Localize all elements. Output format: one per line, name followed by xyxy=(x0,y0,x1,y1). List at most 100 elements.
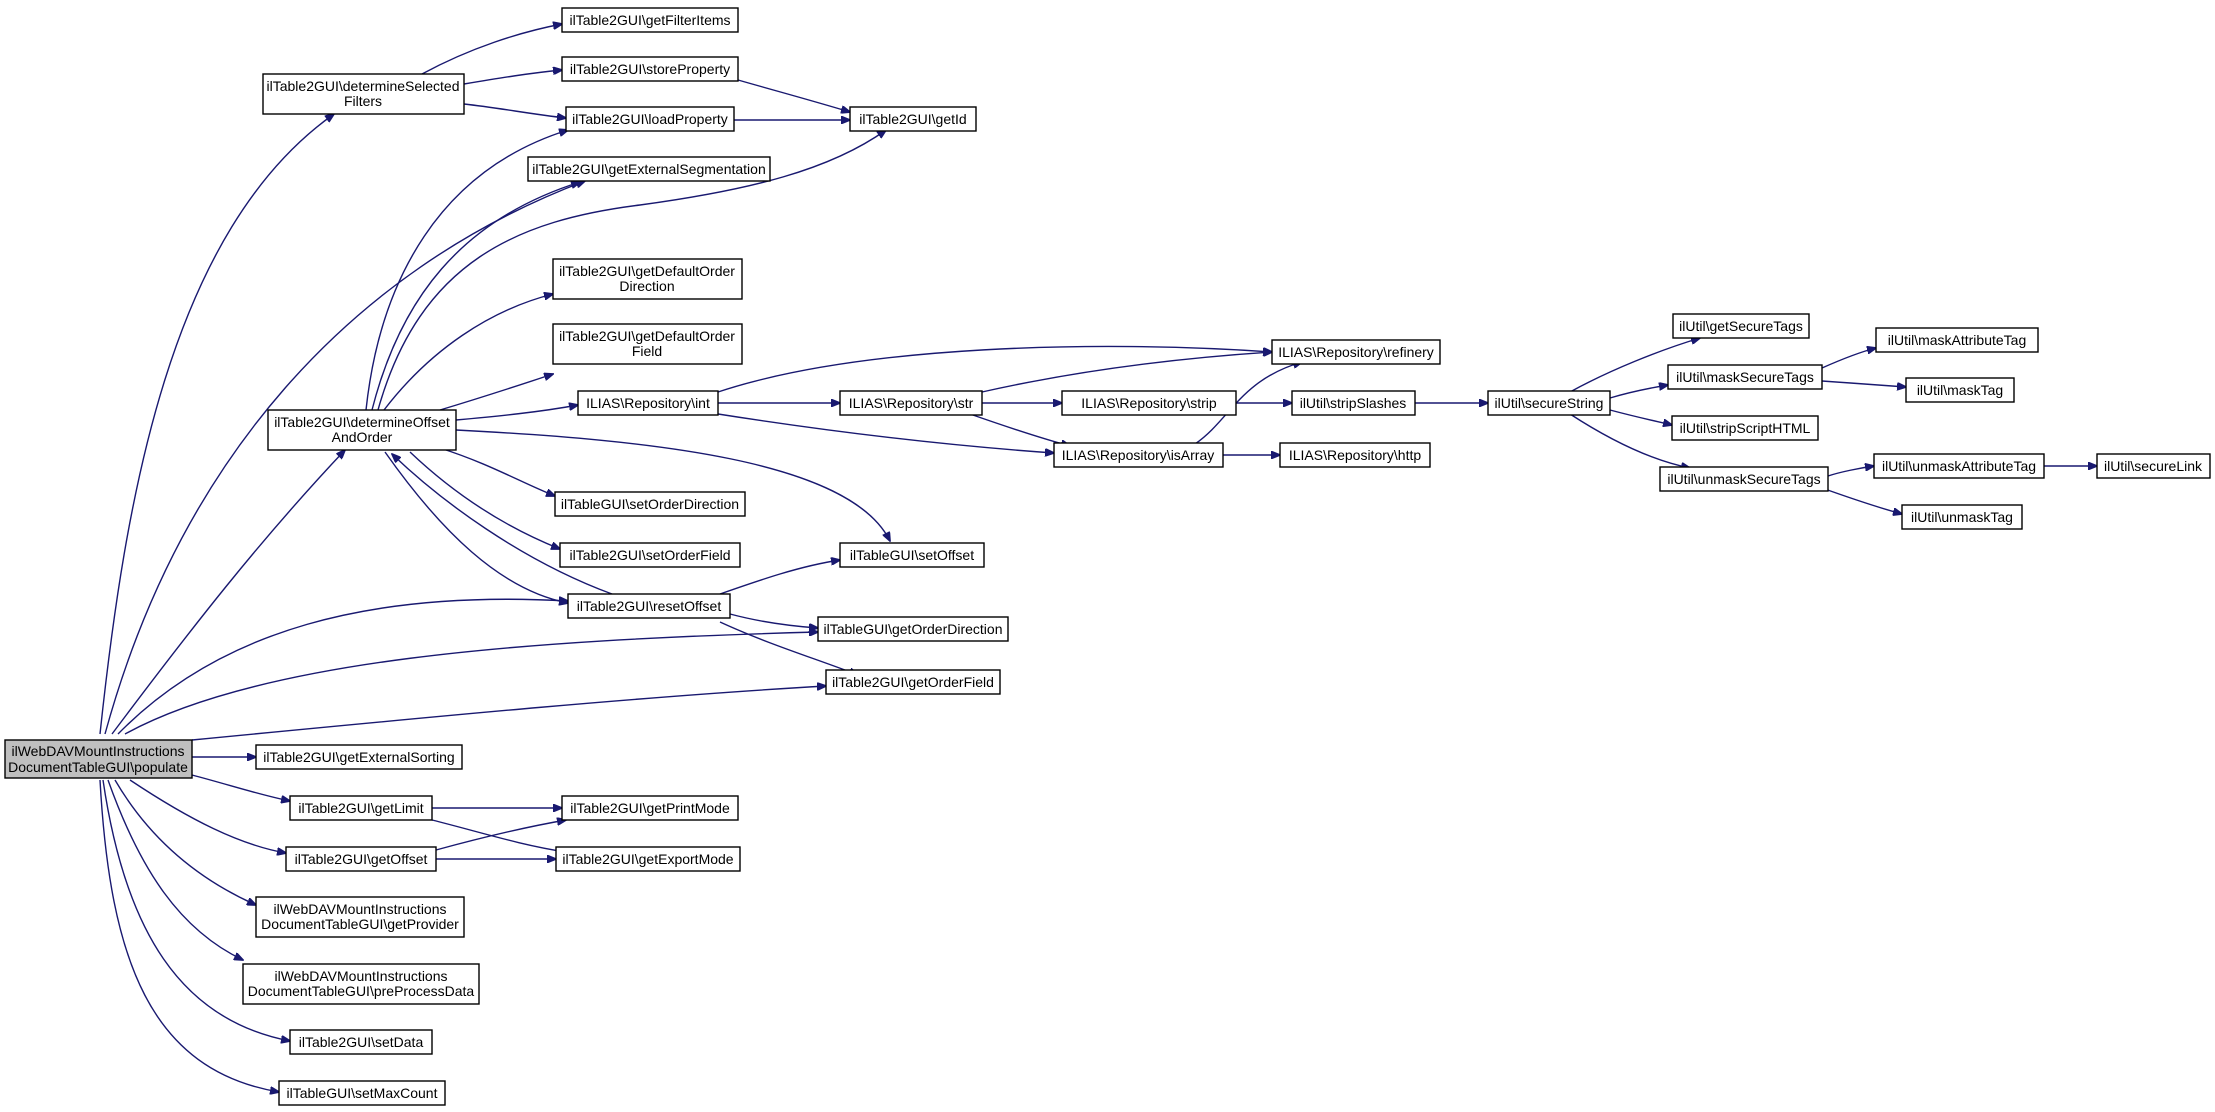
edge-getLimit-getExportMode xyxy=(431,819,566,852)
node-pre-process-data[interactable]: ilWebDAVMountInstructions DocumentTableG… xyxy=(242,963,480,1005)
node-get-default-order-field-line-2: Field xyxy=(632,343,662,359)
node-get-limit[interactable]: ilTable2GUI\getLimit xyxy=(289,795,433,821)
edge-detOffsetOrder-loadProperty xyxy=(365,130,568,411)
node-mask-attribute-tag[interactable]: ilUtil\maskAttributeTag xyxy=(1875,327,2039,353)
edge-populate-resetOffset xyxy=(117,599,568,735)
node-repository-refinery[interactable]: ILIAS\Repository\refinery xyxy=(1271,339,1441,365)
edge-populate-setMaxCount xyxy=(99,779,279,1092)
node-determine-offset-and-order-line-1: ilTable2GUI\determineOffset xyxy=(274,414,450,430)
node-secure-link-label: ilUtil\secureLink xyxy=(2104,458,2203,474)
node-secure-link[interactable]: ilUtil\secureLink xyxy=(2096,453,2211,479)
edge-populate-detOffsetOrder xyxy=(111,450,345,735)
node-get-limit-label: ilTable2GUI\getLimit xyxy=(298,800,423,816)
node-set-offset[interactable]: ilTableGUI\setOffset xyxy=(839,542,985,568)
edge-populate-getLimit xyxy=(191,774,290,801)
edge-maskSecureTags-maskAttributeTag xyxy=(1821,348,1876,369)
edge-populate-getOrderField xyxy=(191,686,826,741)
edge-detOffsetOrder-repoInt xyxy=(455,405,578,421)
node-repository-is-array-label: ILIAS\Repository\isArray xyxy=(1062,447,1215,463)
node-reset-offset-label: ilTable2GUI\resetOffset xyxy=(577,598,722,614)
edge-maskSecureTags-maskTag xyxy=(1821,380,1906,387)
node-secure-string[interactable]: ilUtil\secureString xyxy=(1487,390,1611,416)
edge-detOffsetOrder-setOffset xyxy=(455,429,890,541)
node-determine-selected-filters-line-2: Filters xyxy=(344,93,382,109)
node-get-external-sorting[interactable]: ilTable2GUI\getExternalSorting xyxy=(255,744,463,770)
node-mask-tag[interactable]: ilUtil\maskTag xyxy=(1905,377,2015,403)
edge-repoInt-repoIsArray xyxy=(717,413,1054,453)
node-repository-is-array[interactable]: ILIAS\Repository\isArray xyxy=(1053,442,1224,468)
node-load-property-label: ilTable2GUI\loadProperty xyxy=(572,111,728,127)
edge-detSelFilters-storeProperty xyxy=(463,70,562,85)
node-populate[interactable]: ilWebDAVMountInstructions DocumentTableG… xyxy=(4,739,193,779)
node-get-external-segmentation[interactable]: ilTable2GUI\getExternalSegmentation xyxy=(527,156,771,182)
node-determine-offset-and-order[interactable]: ilTable2GUI\determineOffset AndOrder xyxy=(267,409,457,451)
node-set-order-field-label: ilTable2GUI\setOrderField xyxy=(569,547,730,563)
node-get-external-segmentation-label: ilTable2GUI\getExternalSegmentation xyxy=(532,161,765,177)
node-store-property[interactable]: ilTable2GUI\storeProperty xyxy=(561,56,739,82)
node-set-order-field[interactable]: ilTable2GUI\setOrderField xyxy=(559,542,741,568)
node-get-id[interactable]: ilTable2GUI\getId xyxy=(849,106,977,132)
node-set-offset-label: ilTableGUI\setOffset xyxy=(850,547,974,563)
node-set-data[interactable]: ilTable2GUI\setData xyxy=(289,1029,433,1055)
node-repository-strip[interactable]: ILIAS\Repository\strip xyxy=(1061,390,1237,416)
node-get-default-order-field-line-1: ilTable2GUI\getDefaultOrder xyxy=(559,328,735,344)
node-get-order-direction-label: ilTableGUI\getOrderDirection xyxy=(824,621,1003,637)
edge-repoIsArray-repoRefinery xyxy=(1194,362,1302,445)
node-mask-secure-tags[interactable]: ilUtil\maskSecureTags xyxy=(1667,364,1823,390)
node-repository-str[interactable]: ILIAS\Repository\str xyxy=(839,390,983,416)
edge-populate-getExtSeg xyxy=(104,181,585,735)
node-get-order-field-label: ilTable2GUI\getOrderField xyxy=(832,674,994,690)
node-repository-int[interactable]: ILIAS\Repository\int xyxy=(577,390,719,416)
node-repository-str-label: ILIAS\Repository\str xyxy=(849,395,974,411)
edge-resetOffset-detOffsetOrder xyxy=(392,454,613,595)
node-get-provider-line-2: DocumentTableGUI\getProvider xyxy=(261,916,459,932)
edge-unmaskSecureTags-unmaskTag xyxy=(1821,487,1902,514)
node-unmask-secure-tags[interactable]: ilUtil\unmaskSecureTags xyxy=(1659,466,1829,492)
node-get-export-mode-label: ilTable2GUI\getExportMode xyxy=(562,851,733,867)
node-repository-int-label: ILIAS\Repository\int xyxy=(586,395,710,411)
node-mask-tag-label: ilUtil\maskTag xyxy=(1917,382,2003,398)
nodes: ilWebDAVMountInstructions DocumentTableG… xyxy=(4,7,2211,1106)
node-repository-http[interactable]: ILIAS\Repository\http xyxy=(1279,442,1431,468)
node-get-provider[interactable]: ilWebDAVMountInstructions DocumentTableG… xyxy=(255,896,465,938)
node-get-offset[interactable]: ilTable2GUI\getOffset xyxy=(285,846,437,872)
node-set-max-count[interactable]: ilTableGUI\setMaxCount xyxy=(278,1080,446,1106)
node-secure-string-label: ilUtil\secureString xyxy=(1495,395,1604,411)
edge-repoStr-repoRefinery xyxy=(981,352,1272,393)
edge-detOffsetOrder-getDefOrdField xyxy=(439,374,553,411)
edge-detOffsetOrder-getId xyxy=(377,130,886,411)
node-unmask-attribute-tag-label: ilUtil\unmaskAttributeTag xyxy=(1882,458,2036,474)
edge-secureString-maskSecureTags xyxy=(1609,385,1668,399)
edges xyxy=(99,24,2097,1092)
node-get-filter-items[interactable]: ilTable2GUI\getFilterItems xyxy=(561,7,739,33)
node-get-export-mode[interactable]: ilTable2GUI\getExportMode xyxy=(555,846,741,872)
node-get-default-order-field[interactable]: ilTable2GUI\getDefaultOrder Field xyxy=(552,323,743,365)
node-strip-script-html[interactable]: ilUtil\stripScriptHTML xyxy=(1671,415,1819,441)
node-determine-selected-filters[interactable]: ilTable2GUI\determineSelected Filters xyxy=(262,73,465,115)
edge-secureString-stripScriptHTML xyxy=(1609,409,1672,425)
edge-repoStr-repoIsArray xyxy=(969,413,1070,446)
node-get-default-order-direction[interactable]: ilTable2GUI\getDefaultOrder Direction xyxy=(552,258,743,300)
node-get-order-field[interactable]: ilTable2GUI\getOrderField xyxy=(825,669,1001,695)
node-reset-offset[interactable]: ilTable2GUI\resetOffset xyxy=(567,593,731,619)
node-set-order-direction[interactable]: ilTableGUI\setOrderDirection xyxy=(554,491,746,517)
node-set-max-count-label: ilTableGUI\setMaxCount xyxy=(287,1085,438,1101)
node-get-order-direction[interactable]: ilTableGUI\getOrderDirection xyxy=(817,616,1009,642)
node-populate-line-1: ilWebDAVMountInstructions xyxy=(12,743,185,759)
node-unmask-tag[interactable]: ilUtil\unmaskTag xyxy=(1901,504,2023,530)
node-get-default-order-direction-line-1: ilTable2GUI\getDefaultOrder xyxy=(559,263,735,279)
node-unmask-attribute-tag[interactable]: ilUtil\unmaskAttributeTag xyxy=(1873,453,2045,479)
node-strip-slashes[interactable]: ilUtil\stripSlashes xyxy=(1291,390,1416,416)
node-get-secure-tags[interactable]: ilUtil\getSecureTags xyxy=(1672,313,1810,339)
node-repository-strip-label: ILIAS\Repository\strip xyxy=(1081,395,1217,411)
edge-populate-getOffset xyxy=(129,779,286,853)
node-get-offset-label: ilTable2GUI\getOffset xyxy=(295,851,428,867)
node-strip-script-html-label: ilUtil\stripScriptHTML xyxy=(1680,420,1811,436)
edge-populate-getProvider xyxy=(114,779,256,905)
edge-resetOffset-getOrderDirection xyxy=(729,613,818,628)
node-get-filter-items-label: ilTable2GUI\getFilterItems xyxy=(569,12,730,28)
edge-detOffsetOrder-getExtSeg xyxy=(371,182,580,411)
node-get-print-mode[interactable]: ilTable2GUI\getPrintMode xyxy=(561,795,739,821)
node-load-property[interactable]: ilTable2GUI\loadProperty xyxy=(565,106,735,132)
